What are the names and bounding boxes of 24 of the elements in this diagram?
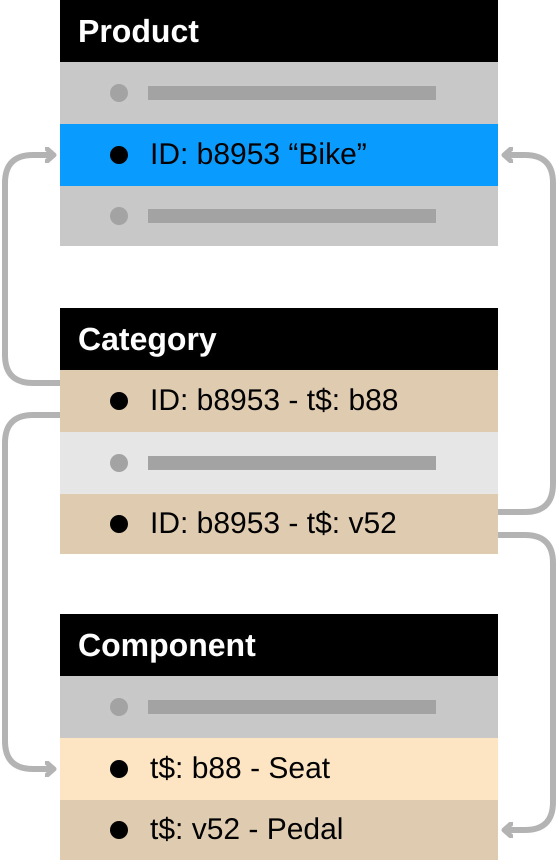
arrow [2,412,60,778]
row-text: ID: b8953 - t$: b88 [150,383,398,419]
table-header: Component [78,626,256,664]
table-row [60,800,498,860]
table-card [60,308,498,554]
table-header: Category [78,320,217,358]
table-row [60,62,498,124]
table-row [60,124,498,186]
row-text: t$: b88 - Seat [150,751,330,787]
table-row [60,432,498,494]
table-card [60,0,498,246]
table-header: Product [78,12,199,50]
table-card [60,614,498,860]
row-text: t$: v52 - Pedal [150,812,344,848]
row-text: ID: b8953 “Bike” [150,137,367,173]
arrow [498,532,556,840]
table-row [60,186,498,246]
row-text: ID: b8953 - t$: v52 [150,506,397,542]
table-row [60,676,498,738]
arrow [2,146,60,386]
arrow [498,146,556,515]
table-row [60,494,498,554]
table-row [60,738,498,800]
table-row [60,370,498,432]
